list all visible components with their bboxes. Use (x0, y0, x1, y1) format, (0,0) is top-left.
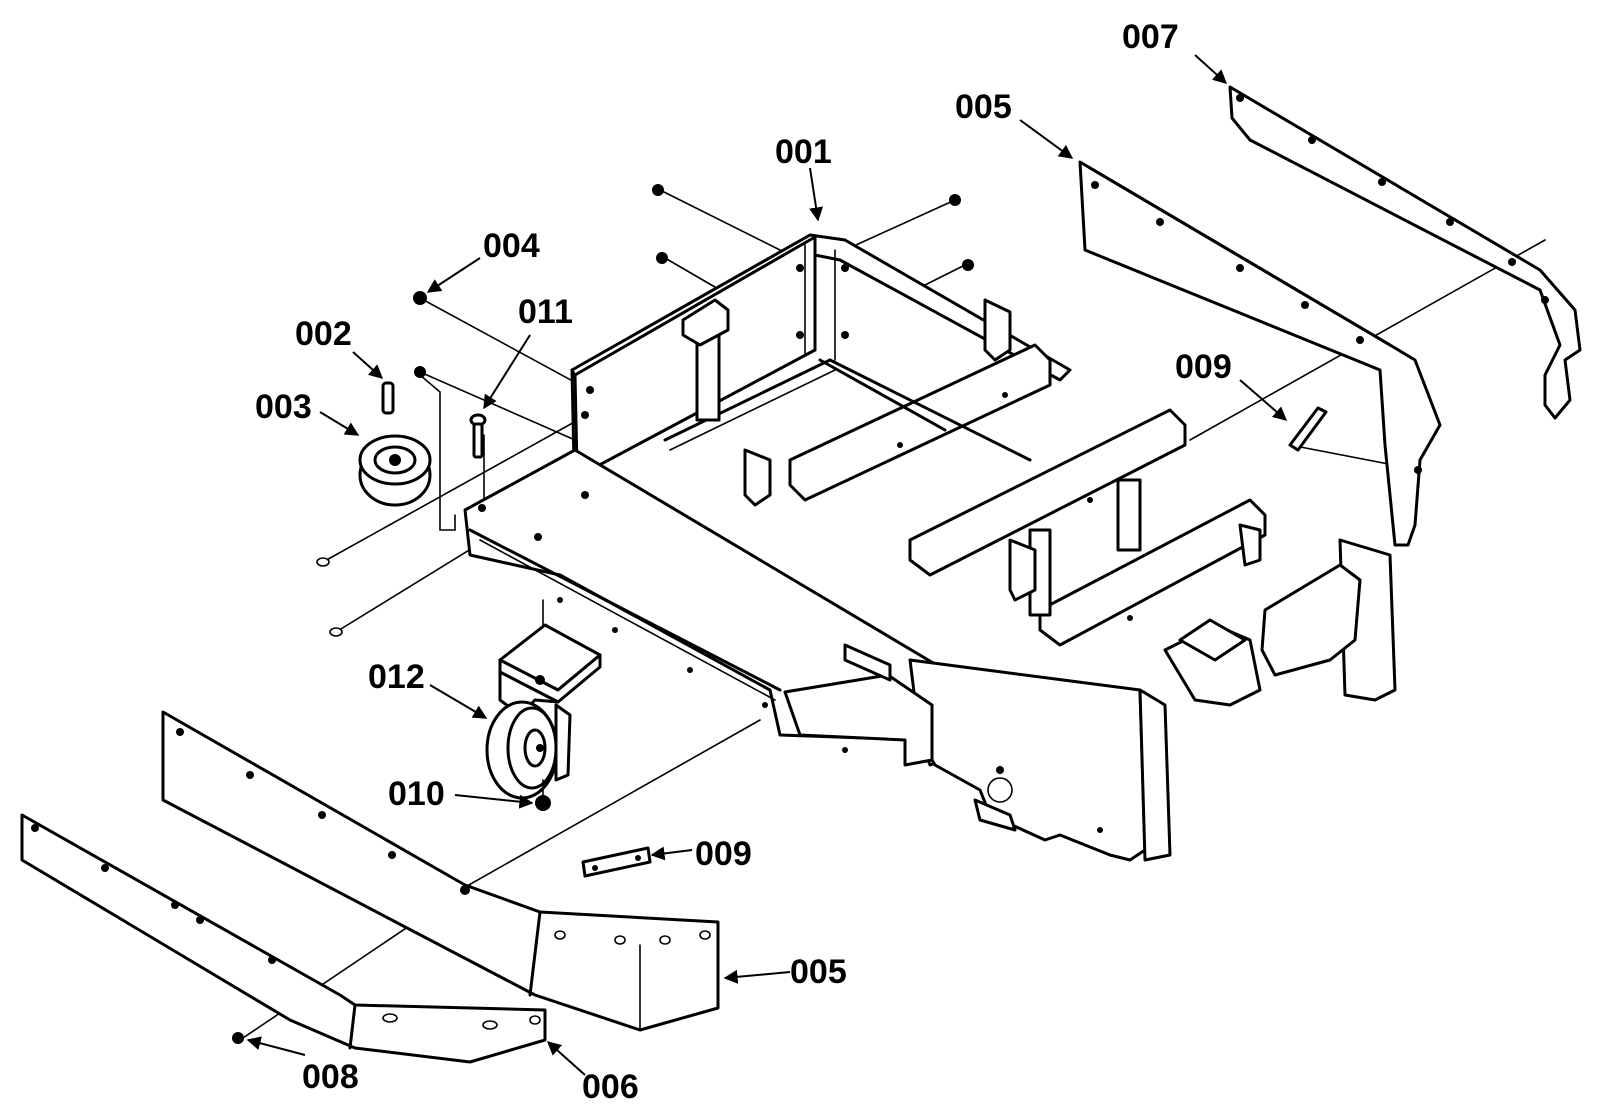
roller-pin-002 (381, 381, 395, 415)
side-skirt-005-upper (1078, 160, 1442, 547)
frame-holes (478, 264, 1133, 833)
callout-011: 011 (518, 293, 573, 331)
rear-trim-007 (1228, 85, 1582, 420)
clip-009-lower (581, 846, 652, 878)
main-frame (463, 233, 1397, 862)
roller-003 (358, 434, 432, 507)
callout-leaders (246, 54, 1288, 1076)
clip-009-upper (1288, 406, 1328, 452)
screw-011 (469, 413, 487, 459)
front-trim-006 (20, 813, 547, 1064)
bolts-004 (316, 184, 974, 637)
side-skirt-005-lower (161, 710, 720, 1032)
callout-009-lower: 009 (695, 835, 752, 873)
callout-003: 003 (255, 388, 312, 426)
callout-009-upper: 009 (1175, 348, 1232, 386)
callout-006: 006 (582, 1068, 639, 1106)
callout-001: 001 (775, 133, 832, 171)
caster-wheel-012 (485, 623, 602, 800)
callout-007: 007 (1122, 18, 1179, 56)
callout-005-lower: 005 (790, 953, 847, 991)
screw-008 (232, 1032, 244, 1044)
callout-004: 004 (483, 227, 540, 265)
callout-002: 002 (295, 315, 352, 353)
callout-005-upper: 005 (955, 88, 1012, 126)
callout-012: 012 (368, 658, 425, 696)
callout-labels: 001 002 003 004 005 005 006 007 008 009 … (255, 18, 1232, 1106)
nut-010 (535, 779, 551, 811)
callout-010: 010 (388, 775, 445, 813)
callout-008: 008 (302, 1058, 359, 1096)
